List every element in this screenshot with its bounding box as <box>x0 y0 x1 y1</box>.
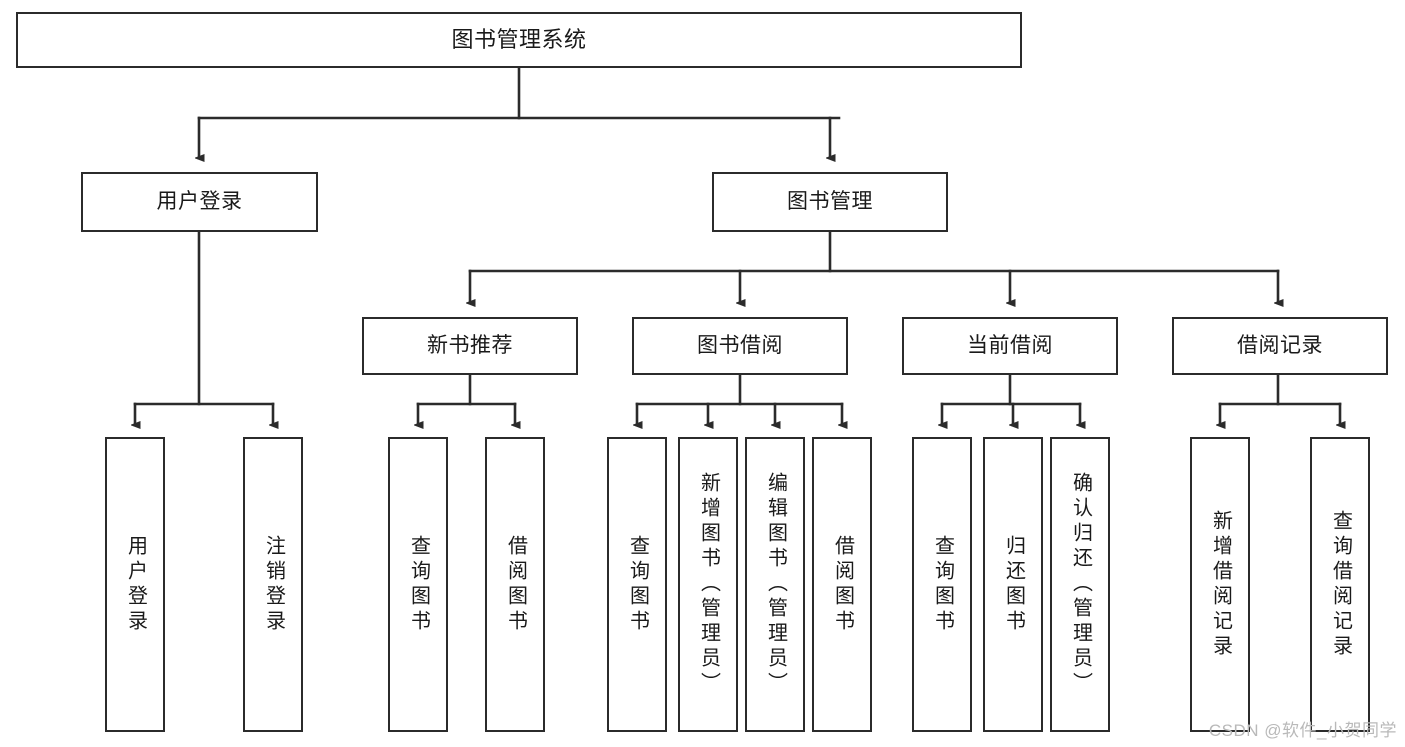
node-leaf-return-book[interactable]: 归还图书 <box>983 437 1043 732</box>
node-root-label: 图书管理系统 <box>451 27 587 53</box>
node-leaf-add-book-label: 新增图书（管理员） <box>697 472 720 697</box>
node-leaf-borrow-book-2-label: 借阅图书 <box>831 534 854 635</box>
node-root[interactable]: 图书管理系统 <box>16 12 1022 68</box>
node-leaf-add-record[interactable]: 新增借阅记录 <box>1190 437 1250 732</box>
node-new-book-recommend-label: 新书推荐 <box>427 333 513 357</box>
node-book-borrow[interactable]: 图书借阅 <box>632 317 848 375</box>
node-leaf-query-book-3[interactable]: 查询图书 <box>912 437 972 732</box>
node-leaf-edit-book[interactable]: 编辑图书（管理员） <box>745 437 805 732</box>
node-user-login[interactable]: 用户登录 <box>81 172 318 232</box>
node-new-book-recommend[interactable]: 新书推荐 <box>362 317 578 375</box>
node-leaf-query-record-label: 查询借阅记录 <box>1329 509 1352 660</box>
node-leaf-user-logout[interactable]: 注销登录 <box>243 437 303 732</box>
node-leaf-query-book-3-label: 查询图书 <box>931 534 954 635</box>
node-book-manage-label: 图书管理 <box>787 189 873 213</box>
node-leaf-borrow-book-1-label: 借阅图书 <box>504 534 527 635</box>
node-user-login-label: 用户登录 <box>156 189 243 213</box>
node-leaf-borrow-book-1[interactable]: 借阅图书 <box>485 437 545 732</box>
watermark-text: CSDN @软件_小贺同学 <box>1208 721 1397 740</box>
node-leaf-borrow-book-2[interactable]: 借阅图书 <box>812 437 872 732</box>
node-leaf-return-book-label: 归还图书 <box>1002 534 1025 635</box>
node-current-borrow[interactable]: 当前借阅 <box>902 317 1118 375</box>
node-leaf-edit-book-label: 编辑图书（管理员） <box>764 472 787 697</box>
node-leaf-query-book-1-label: 查询图书 <box>407 534 430 635</box>
node-book-manage[interactable]: 图书管理 <box>712 172 948 232</box>
node-leaf-add-book[interactable]: 新增图书（管理员） <box>678 437 738 732</box>
node-leaf-query-book-1[interactable]: 查询图书 <box>388 437 448 732</box>
node-leaf-query-book-2-label: 查询图书 <box>626 534 649 635</box>
node-borrow-record[interactable]: 借阅记录 <box>1172 317 1388 375</box>
node-book-borrow-label: 图书借阅 <box>697 333 783 357</box>
node-borrow-record-label: 借阅记录 <box>1237 333 1323 357</box>
node-current-borrow-label: 当前借阅 <box>967 333 1053 357</box>
node-leaf-confirm-return[interactable]: 确认归还（管理员） <box>1050 437 1110 732</box>
node-leaf-add-record-label: 新增借阅记录 <box>1209 509 1232 660</box>
node-leaf-query-record[interactable]: 查询借阅记录 <box>1310 437 1370 732</box>
node-leaf-user-login[interactable]: 用户登录 <box>105 437 165 732</box>
node-leaf-query-book-2[interactable]: 查询图书 <box>607 437 667 732</box>
node-leaf-user-login-label: 用户登录 <box>124 534 147 635</box>
node-leaf-user-logout-label: 注销登录 <box>262 534 285 635</box>
node-leaf-confirm-return-label: 确认归还（管理员） <box>1069 472 1092 697</box>
